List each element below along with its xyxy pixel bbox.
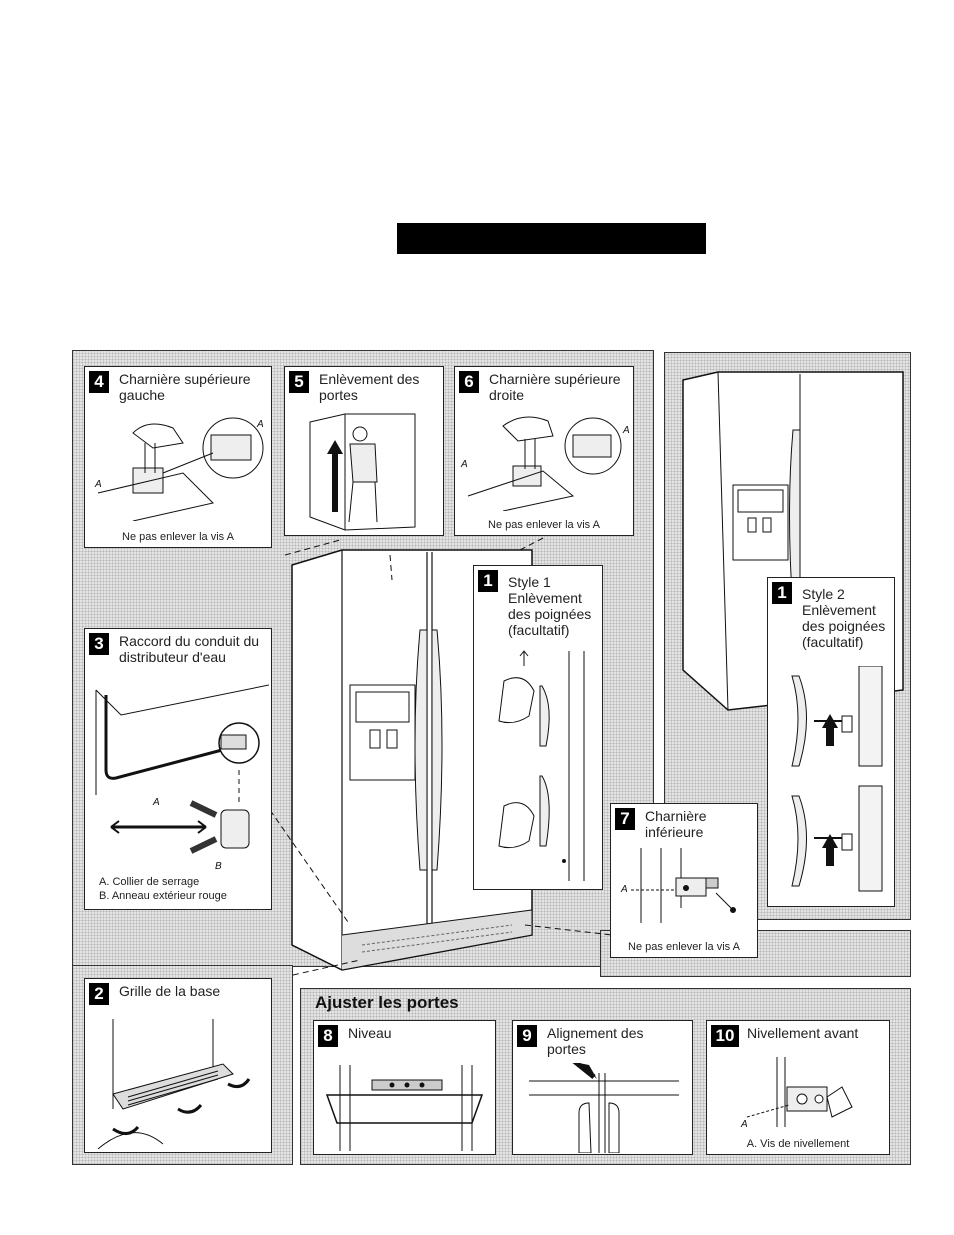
step-number: 6	[459, 371, 479, 393]
panel-front-leveling: 10 Nivellement avant A A. Vis de nivelle…	[706, 1020, 890, 1155]
caption-a: A. Collier de serrage	[99, 876, 200, 888]
water-line-illustration	[91, 675, 269, 860]
panel-door-alignment: 9 Alignement des portes	[512, 1020, 693, 1155]
label-b: B	[215, 861, 222, 872]
step-number: 3	[89, 633, 109, 655]
step-number: 4	[89, 371, 109, 393]
panel-note: Ne pas enlever la vis A	[122, 531, 234, 543]
panel-title: Nivellement avant	[747, 1025, 859, 1041]
door-removal-illustration	[305, 412, 435, 532]
front-leveling-illustration	[727, 1057, 877, 1133]
step-number: 1	[772, 582, 792, 604]
label-a-left: A	[461, 459, 468, 470]
panel-right-top-hinge: 6 Charnière supérieure droite A A Ne pas…	[454, 366, 634, 536]
label-a-right: A	[257, 419, 264, 430]
panel-title: Alignement des portes	[547, 1025, 644, 1057]
panel-title: Niveau	[348, 1025, 392, 1041]
label-a: A	[741, 1119, 748, 1130]
panel-title: Enlèvement des poignées (facultatif)	[802, 602, 886, 650]
step-number: 2	[89, 983, 109, 1005]
step-number: 9	[517, 1025, 537, 1047]
panel-title-style: Style 2	[802, 586, 845, 602]
handle-style1-illustration	[484, 646, 596, 886]
label-a: A	[153, 797, 160, 808]
section-title-bar	[397, 223, 706, 254]
panel-water-line: 3 Raccord du conduit du distributeur d'e…	[84, 628, 272, 910]
panel-handle-removal-style1: 1 Style 1 Enlèvement des poignées (facul…	[473, 565, 603, 890]
bottom-hinge-illustration	[621, 848, 736, 928]
panel-level: 8 Niveau	[313, 1020, 496, 1155]
panel-left-top-hinge: 4 Charnière supérieure gauche A A Ne pas…	[84, 366, 272, 548]
panel-title: Charnière inférieure	[645, 808, 707, 840]
level-illustration	[322, 1065, 490, 1151]
panel-handle-removal-style2: 1 Style 2 Enlèvement des poignées (facul…	[767, 577, 895, 907]
step-number: 5	[289, 371, 309, 393]
panel-caption: A. Vis de nivellement	[746, 1138, 850, 1150]
panel-title: Enlèvement des poignées (facultatif)	[508, 590, 592, 638]
panel-title: Charnière supérieure gauche	[119, 371, 251, 403]
label-a-right: A	[623, 425, 630, 436]
adjust-doors-heading: Ajuster les portes	[315, 993, 459, 1012]
panel-title: Grille de la base	[119, 983, 221, 999]
step-number: 7	[615, 808, 635, 830]
step-number: 10	[711, 1025, 739, 1047]
label-a-left: A	[95, 479, 102, 490]
label-a: A	[621, 884, 628, 895]
panel-bottom-hinge: 7 Charnière inférieure A Ne pas enlever …	[610, 803, 758, 958]
base-grille-illustration	[93, 1019, 269, 1149]
panel-title: Charnière supérieure droite	[489, 371, 621, 403]
legend: A. Collier de serrage B. Anneau extérieu…	[99, 875, 227, 903]
refrigerator-illustration	[282, 540, 542, 975]
panel-base-grille: 2 Grille de la base	[84, 978, 272, 1153]
panel-title-style: Style 1	[508, 574, 551, 590]
door-alignment-illustration	[519, 1063, 689, 1153]
panel-note: Ne pas enlever la vis A	[488, 519, 600, 531]
caption-b: B. Anneau extérieur rouge	[99, 890, 227, 902]
handle-style2-illustration	[774, 666, 892, 901]
panel-door-removal: 5 Enlèvement des portes	[284, 366, 444, 536]
step-number: 1	[478, 570, 498, 592]
hinge-illustration	[93, 413, 265, 521]
hinge-illustration	[463, 411, 627, 511]
step-number: 8	[318, 1025, 338, 1047]
panel-note: Ne pas enlever la vis A	[628, 941, 740, 953]
panel-title: Raccord du conduit du distributeur d'eau	[119, 633, 260, 665]
panel-title: Enlèvement des portes	[319, 371, 420, 403]
